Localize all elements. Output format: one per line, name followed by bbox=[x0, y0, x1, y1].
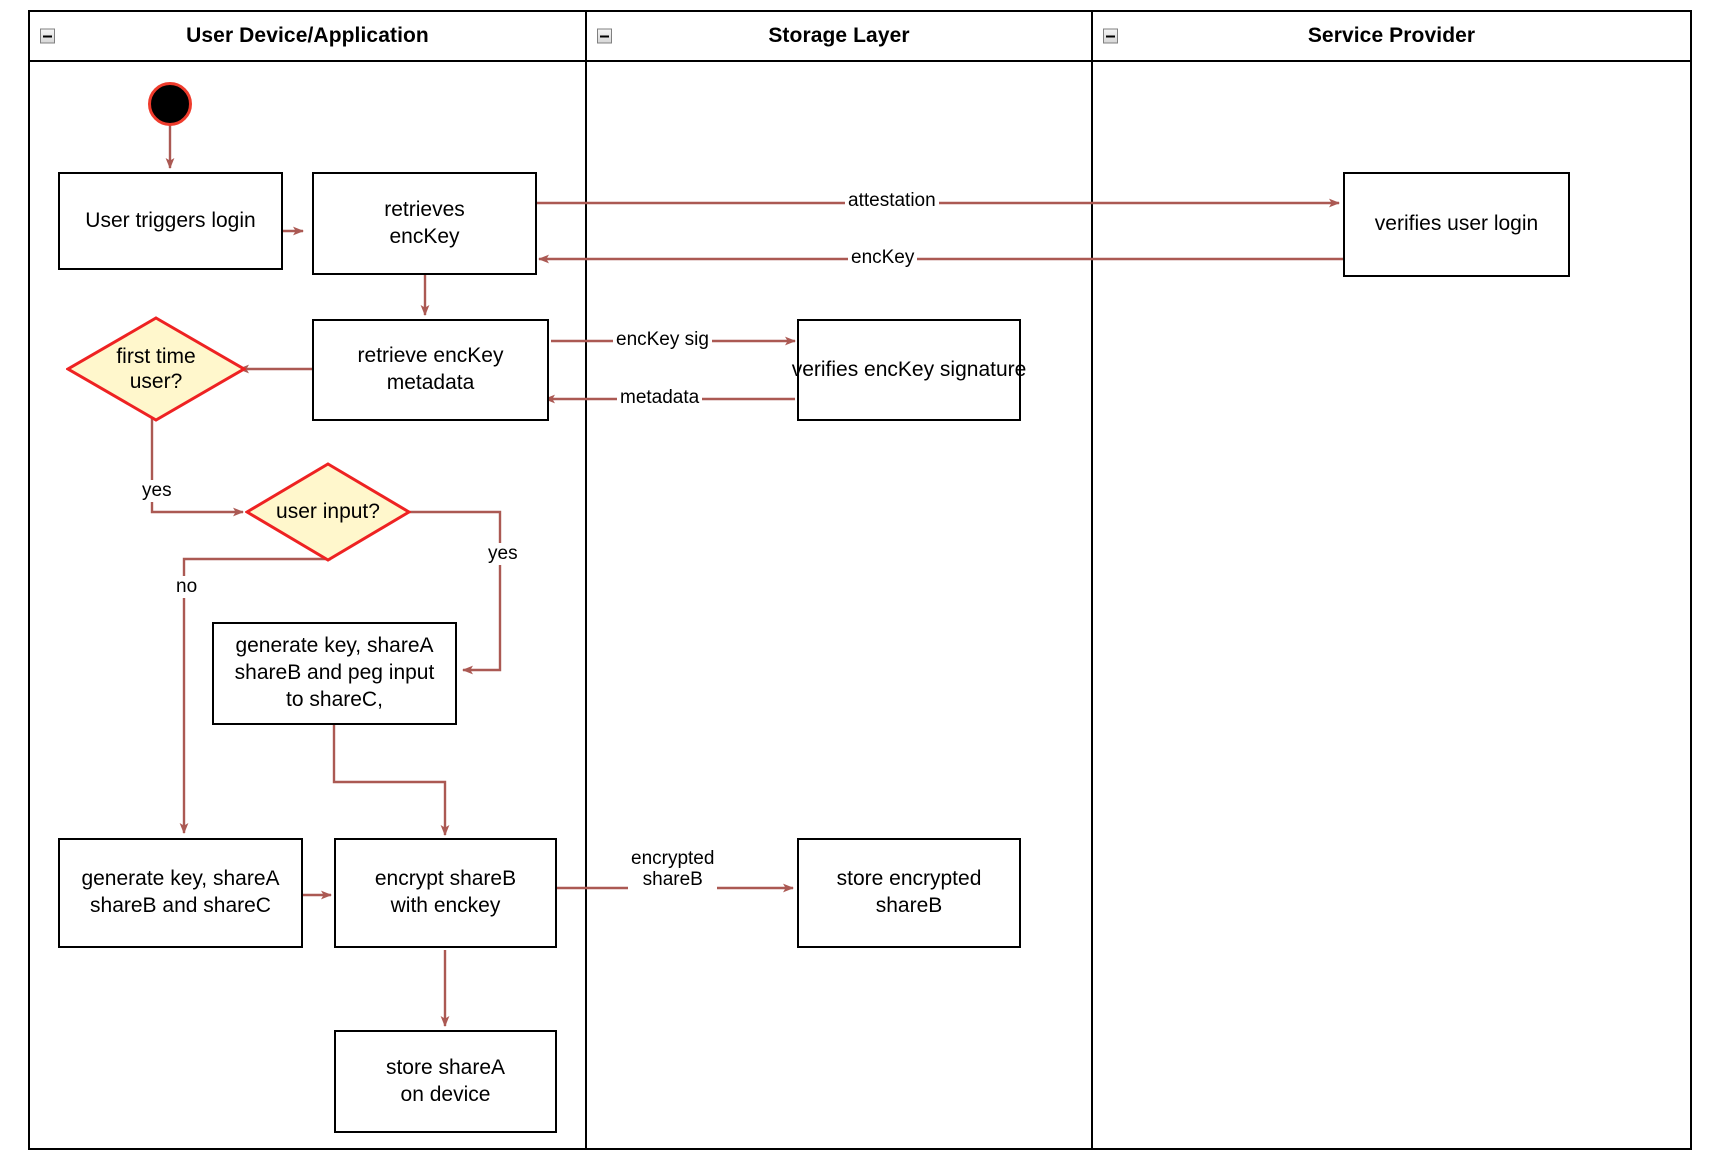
action-label-line2: metadata bbox=[386, 371, 475, 394]
action-generate-key-peg-input[interactable]: generate key, shareA shareB and peg inpu… bbox=[212, 622, 457, 725]
action-label-line1: store shareA bbox=[385, 1055, 506, 1079]
edge-label-enckey-sig: encKey sig bbox=[613, 329, 712, 351]
lane-header-storage-layer[interactable]: Storage Layer bbox=[587, 12, 1091, 62]
decision-label-line2: user? bbox=[129, 370, 183, 393]
action-store-encrypted-shareb[interactable]: store encrypted shareB bbox=[797, 838, 1021, 948]
lane-title-user-device: User Device/Application bbox=[186, 24, 429, 47]
action-label-line1: retrieves bbox=[384, 197, 465, 221]
action-label: verifies encKey signature bbox=[791, 357, 1027, 381]
action-retrieves-enckey[interactable]: retrieves encKey bbox=[312, 172, 537, 275]
lane-title-service-provider: Service Provider bbox=[1307, 24, 1476, 47]
decision-first-time-user[interactable]: first time user? bbox=[66, 316, 246, 422]
action-generate-key-shares[interactable]: generate key, shareA shareB and shareC bbox=[58, 838, 303, 948]
action-label: retrieve encKey metadata bbox=[358, 343, 504, 397]
action-label-line2: with enckey bbox=[390, 894, 501, 917]
collapse-minus-icon[interactable] bbox=[40, 28, 55, 44]
edge-label-no-user-input: no bbox=[173, 576, 201, 598]
decision-label-line1: first time bbox=[116, 344, 196, 368]
lane-header-service-provider[interactable]: Service Provider bbox=[1093, 12, 1690, 62]
action-label-line1: store encrypted bbox=[836, 867, 982, 891]
action-label: retrieves encKey bbox=[384, 197, 465, 251]
lane-title-storage-layer: Storage Layer bbox=[768, 24, 910, 47]
action-label-line1: retrieve encKey bbox=[357, 344, 504, 368]
initial-node[interactable] bbox=[148, 82, 192, 126]
decision-label: user input? bbox=[276, 500, 380, 524]
lane-divider-2 bbox=[1091, 12, 1093, 1148]
edge-label-encrypted-shareb: encrypted shareB bbox=[628, 848, 718, 891]
action-label-line2: shareB and shareC bbox=[90, 894, 271, 917]
edge-label-yes-first-time: yes bbox=[139, 480, 175, 502]
action-label: generate key, shareA shareB and shareC bbox=[81, 866, 279, 920]
diamond-shape bbox=[66, 316, 246, 422]
action-verifies-enckey-signature[interactable]: verifies encKey signature bbox=[792, 319, 1026, 421]
action-encrypt-shareb[interactable]: encrypt shareB with enckey bbox=[334, 838, 557, 948]
edge-label-attestation: attestation bbox=[845, 190, 939, 212]
decision-user-input[interactable]: user input? bbox=[245, 462, 411, 562]
action-store-sharea-on-device[interactable]: store shareA on device bbox=[334, 1030, 557, 1133]
collapse-minus-icon[interactable] bbox=[1103, 28, 1118, 44]
action-label-line2: shareB and peg input bbox=[234, 661, 435, 685]
action-retrieve-enckey-metadata[interactable]: retrieve encKey metadata bbox=[312, 319, 549, 421]
edge-label-metadata: metadata bbox=[617, 387, 703, 409]
action-label-line1: generate key, shareA bbox=[81, 867, 280, 891]
action-label: encrypt shareB with enckey bbox=[375, 866, 516, 920]
action-label-line2: encKey bbox=[389, 224, 460, 248]
action-label: generate key, shareA shareB and peg inpu… bbox=[235, 633, 435, 714]
edge-label-line2: shareB bbox=[642, 869, 703, 891]
action-verifies-user-login[interactable]: verifies user login bbox=[1343, 172, 1570, 277]
action-label-line1: generate key, shareA bbox=[235, 634, 434, 658]
edge-label-enckey: encKey bbox=[848, 247, 918, 269]
action-label: store encrypted shareB bbox=[837, 866, 982, 920]
diamond-shape bbox=[245, 462, 411, 562]
action-label: User triggers login bbox=[85, 208, 256, 232]
collapse-minus-icon[interactable] bbox=[597, 28, 612, 44]
action-label-line1: encrypt shareB bbox=[374, 867, 517, 891]
action-label: store shareA on device bbox=[386, 1055, 505, 1109]
edge-label-line1: encrypted bbox=[631, 848, 715, 869]
action-label-line2: shareB bbox=[875, 894, 943, 917]
action-label-line3: to shareC, bbox=[286, 687, 383, 711]
action-label: verifies user login bbox=[1374, 212, 1539, 236]
lane-divider-1 bbox=[585, 12, 587, 1148]
decision-label: first time user? bbox=[116, 344, 195, 394]
action-label-line2: on device bbox=[400, 1082, 491, 1106]
action-user-triggers-login[interactable]: User triggers login bbox=[58, 172, 283, 270]
lane-header-user-device[interactable]: User Device/Application bbox=[30, 12, 585, 62]
edge-label-yes-user-input: yes bbox=[485, 543, 521, 565]
